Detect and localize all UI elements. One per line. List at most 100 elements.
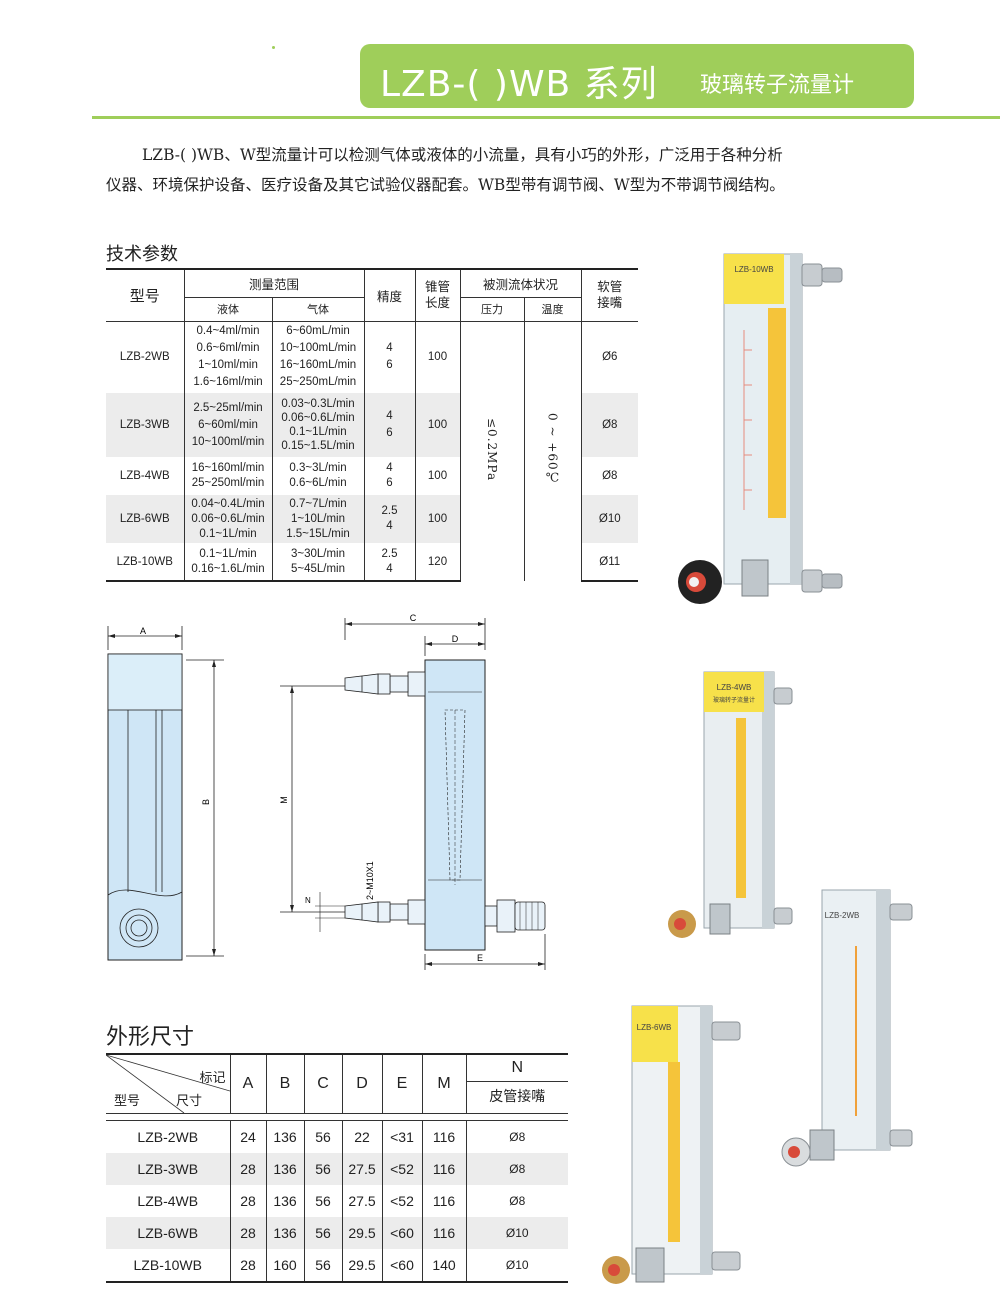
corner-model: 型号 xyxy=(114,1094,141,1109)
value-cell: 116 xyxy=(421,1153,466,1185)
accuracy-cell: 4 6 xyxy=(363,321,416,393)
th-liquid: 液体 xyxy=(184,297,273,322)
th-length: 锥管长度 xyxy=(414,268,461,322)
hose-cell: Ø10 xyxy=(465,1217,568,1249)
value-cell: 136 xyxy=(265,1185,304,1217)
length-cell: 120 xyxy=(414,543,461,582)
value-cell: 28 xyxy=(229,1185,266,1217)
product-subtitle: 玻璃转子流量计 xyxy=(700,73,855,98)
front-view: A B xyxy=(107,626,224,961)
length-cell: 100 xyxy=(414,495,461,543)
col-e: E xyxy=(381,1053,422,1114)
value-cell: 29.5 xyxy=(341,1249,382,1283)
model-cell: LZB-2WB xyxy=(137,1129,199,1145)
value-cell: 27.5 xyxy=(341,1153,382,1185)
liquid-range: 10~100ml/min xyxy=(191,435,265,448)
col-d: D xyxy=(341,1053,382,1114)
gas-cell: 0.7~7L/min 1~10L/min 1.5~15L/min xyxy=(271,495,365,543)
value-cell: 29.5 xyxy=(341,1217,382,1249)
intro-line-2: 仪器、环境保护设备、医疗设备及其它试验仪器配套。WB型带有调节阀、W型为不带调节… xyxy=(106,176,785,194)
liquid-range: 0.04~0.4L/min xyxy=(191,497,265,510)
flowmeter-photo-6wb: LZB-6WB xyxy=(602,1005,741,1284)
accuracy-value: 2.5 xyxy=(381,505,398,517)
dim-label-c: C xyxy=(410,613,417,623)
accuracy-cell: 2.5 4 xyxy=(363,543,416,582)
length-cell: 100 xyxy=(414,457,461,495)
intro-paragraph: LZB-( )WB、W型流量计可以检测气体或液体的小流量，具有小巧的外形，广泛用… xyxy=(106,140,916,200)
hose-cell: Ø8 xyxy=(465,1185,568,1217)
intro-line-1: LZB-( )WB、W型流量计可以检测气体或液体的小流量，具有小巧的外形，广泛用… xyxy=(142,146,783,164)
liquid-range: 1.6~16ml/min xyxy=(193,376,263,389)
value-cell: 56 xyxy=(303,1217,342,1249)
liquid-range: 2.5~25ml/min xyxy=(193,401,263,414)
model-cell: LZB-4WB xyxy=(106,457,185,495)
liquid-range: 1~10ml/min xyxy=(198,359,258,372)
col-b: B xyxy=(265,1053,304,1114)
liquid-cell: 0.1~1L/min 0.16~1.6L/min xyxy=(183,543,273,582)
flowmeter-photo-2wb: LZB-2WB xyxy=(781,889,913,1167)
gas-range: 0.1~1L/min xyxy=(289,426,347,438)
tech-table: 型号 测量范围 精度 锥管长度 被测流体状况 软管接嘴 液体 气体 压力 温度 … xyxy=(106,268,638,582)
value-cell: 116 xyxy=(421,1120,466,1153)
liquid-range: 0.1~1L/min xyxy=(199,527,257,540)
value-cell: 28 xyxy=(229,1153,266,1185)
hose-cell: Ø8 xyxy=(580,457,638,495)
value-cell: 136 xyxy=(265,1120,304,1153)
value-cell: 56 xyxy=(303,1120,342,1153)
th-hose: 软管接嘴 xyxy=(580,268,638,322)
th-gas: 气体 xyxy=(271,297,365,322)
liquid-cell: 2.5~25ml/min 6~60ml/min 10~100ml/min xyxy=(183,393,273,457)
gas-range: 0.15~1.5L/min xyxy=(281,440,355,452)
hose-cell: Ø8 xyxy=(580,393,638,457)
hose-cell: Ø10 xyxy=(580,495,638,543)
pressure-cell: ≤0.2MPa xyxy=(459,321,525,581)
gas-range: 0.6~6L/min xyxy=(289,477,347,489)
gas-cell: 0.03~0.3L/min 0.06~0.6L/min 0.1~1L/min 0… xyxy=(271,393,365,457)
value-cell: 140 xyxy=(421,1249,466,1283)
diagonal-lines xyxy=(106,1055,230,1113)
accuracy-value: 4 xyxy=(386,462,393,474)
dims-title: 外形尺寸 xyxy=(106,1025,195,1050)
model-cell: LZB-4WB xyxy=(137,1193,199,1209)
gas-range: 3~30L/min xyxy=(290,547,346,560)
hose-cell: Ø8 xyxy=(465,1153,568,1185)
th-model: 型号 xyxy=(106,268,185,322)
accuracy-value: 4 xyxy=(386,520,393,532)
col-n: N 皮管接嘴 xyxy=(465,1053,568,1114)
gas-cell: 6~60mL/min 10~100mL/min 16~160mL/min 25~… xyxy=(271,321,365,393)
liquid-cell: 0.04~0.4L/min 0.06~0.6L/min 0.1~1L/min xyxy=(183,495,273,543)
model-cell: LZB-6WB xyxy=(106,495,185,543)
dim-label-m: M xyxy=(279,796,289,804)
photo-sublabel-4wb: 玻璃转子流量计 xyxy=(713,696,755,704)
model-cell: LZB-10WB xyxy=(106,543,185,582)
dims-table: 标记 型号 尺寸 A B C D E M N 皮管接嘴 LZB-2WB 24 1… xyxy=(106,1053,568,1283)
side-view: C D M xyxy=(279,613,546,970)
liquid-range: 0.4~4ml/min xyxy=(196,325,260,338)
value-cell: 24 xyxy=(229,1120,266,1153)
hose-cell: Ø8 xyxy=(465,1120,568,1153)
corner-mark: 标记 xyxy=(199,1071,226,1086)
accuracy-value: 4 xyxy=(386,562,393,575)
model-cell: LZB-10WB xyxy=(106,1249,230,1283)
length-cell: 100 xyxy=(414,321,461,393)
liquid-range: 0.06~0.6L/min xyxy=(191,512,265,525)
gas-range: 6~60mL/min xyxy=(286,325,350,338)
model-cell: LZB-6WB xyxy=(106,1217,230,1249)
table-row: LZB-2WB 24 136 56 22 <31 116 Ø8 xyxy=(106,1120,568,1153)
col-c: C xyxy=(303,1053,342,1114)
dim-label-a: A xyxy=(140,626,146,636)
value-cell: <60 xyxy=(381,1249,422,1283)
dim-label-e: E xyxy=(477,953,483,963)
th-temperature: 温度 xyxy=(523,297,581,322)
th-hose-text: 软管接嘴 xyxy=(597,279,623,311)
liquid-range: 0.1~1L/min xyxy=(199,547,257,560)
th-range: 测量范围 xyxy=(183,268,365,298)
accuracy-cell: 4 6 xyxy=(363,393,416,457)
liquid-range: 0.6~6ml/min xyxy=(196,342,260,355)
table-row: LZB-10WB 0.1~1L/min 0.16~1.6L/min 3~30L/… xyxy=(106,543,638,582)
length-cell: 100 xyxy=(414,393,461,457)
table-row: LZB-4WB 28 136 56 27.5 <52 116 Ø8 xyxy=(106,1185,568,1217)
gas-range: 0.06~0.6L/min xyxy=(281,412,355,424)
value-cell: 28 xyxy=(229,1217,266,1249)
header-gap xyxy=(106,1113,568,1121)
